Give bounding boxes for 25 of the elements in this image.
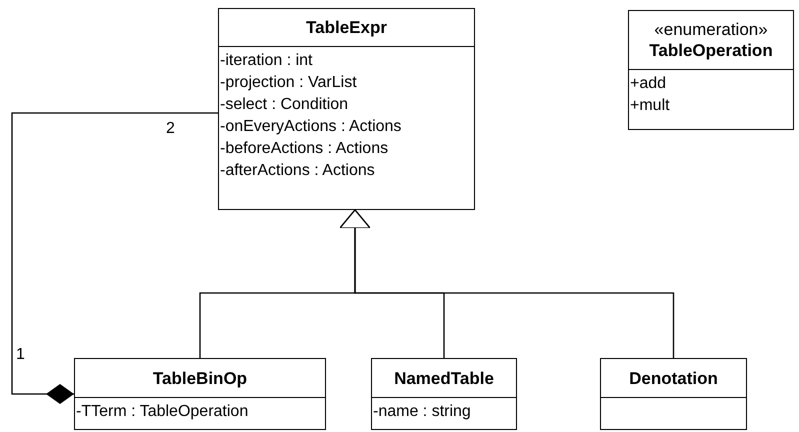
generalization-arrow [339, 209, 674, 358]
class-name: NamedTable [394, 368, 494, 388]
multiplicity-label: 2 [166, 120, 175, 138]
attribute: -select : Condition [219, 95, 350, 115]
class-box [600, 358, 747, 430]
class-box [628, 10, 794, 130]
class-box [371, 358, 517, 430]
enum-literal: +mult [629, 96, 671, 116]
multiplicity-label: 1 [16, 346, 25, 364]
attribute: -name : string [372, 402, 472, 422]
enum-literal: +add [629, 74, 668, 94]
stereotype: «enumeration» [654, 19, 768, 40]
attribute: -TTerm : TableOperation [75, 402, 250, 422]
class-name: TableOperation [649, 40, 773, 61]
attribute: -onEveryActions : Actions [219, 117, 402, 137]
attribute: -beforeActions : Actions [219, 139, 390, 159]
class-name: TableBinOp [152, 368, 248, 388]
class-name: Denotation [629, 368, 718, 388]
attribute: -projection : VarList [219, 73, 358, 93]
composition-connector [11, 112, 218, 404]
attribute: -afterActions : Actions [219, 161, 376, 181]
attribute: -iteration : int [219, 51, 314, 71]
class-name: TableExpr [306, 17, 387, 38]
class-box [74, 358, 326, 430]
class-box [218, 8, 475, 210]
